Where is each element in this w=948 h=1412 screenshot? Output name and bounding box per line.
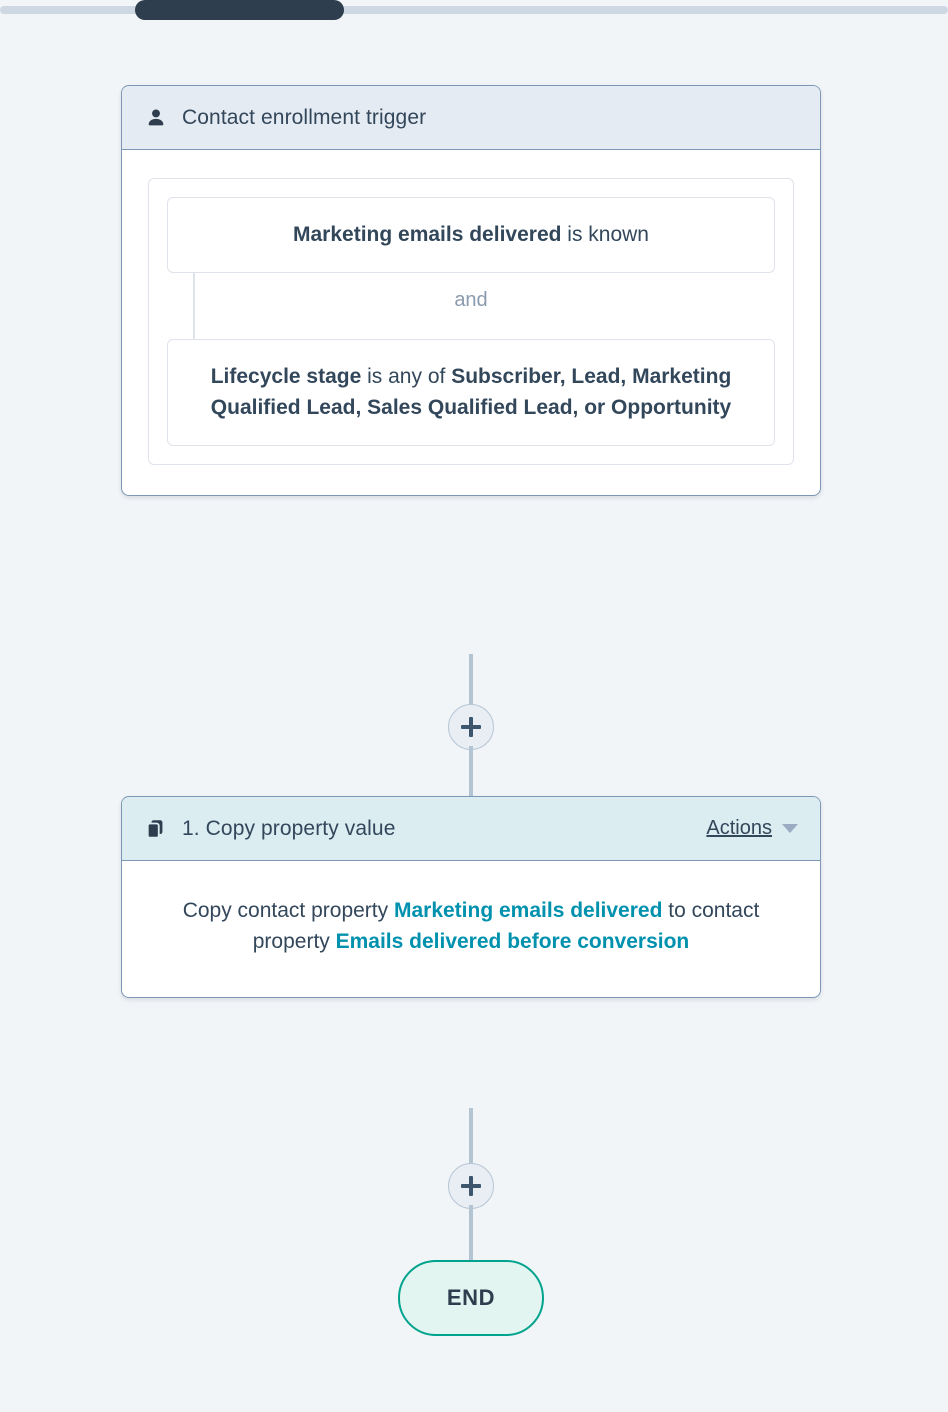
horizontal-scrollbar-thumb[interactable] (135, 0, 344, 20)
filter-condition-1[interactable]: Marketing emails delivered is known (167, 197, 775, 274)
target-property-link[interactable]: Emails delivered before conversion (335, 930, 690, 954)
add-step-button-bottom[interactable] (448, 1163, 494, 1209)
copy-duplicate-icon (144, 817, 168, 841)
actions-dropdown-label: Actions (706, 817, 772, 839)
source-property-link[interactable]: Marketing emails delivered (393, 899, 663, 922)
action-card-body: Copy contact property Marketing emails d… (122, 861, 820, 997)
connector-line-bottom (469, 1108, 473, 1182)
action-card-title: 1. Copy property value (182, 816, 396, 840)
connector-line-bottom-lower (469, 1205, 473, 1281)
horizontal-scrollbar-track[interactable] (0, 0, 948, 20)
filter-2-values: Subscriber, Lead, Marketing Qualified Le… (210, 365, 732, 419)
end-node-label: END (446, 1285, 496, 1310)
plus-icon (461, 717, 481, 737)
contact-person-icon (144, 106, 168, 130)
action-body-prefix: Copy contact property (182, 899, 394, 922)
add-step-button-top[interactable] (448, 704, 494, 750)
workflow-canvas: Contact enrollment trigger Marketing ema… (0, 20, 948, 1412)
end-node: END (398, 1260, 544, 1336)
contact-enrollment-trigger-card[interactable]: Contact enrollment trigger Marketing ema… (121, 85, 821, 497)
plus-icon (461, 1176, 481, 1196)
filter-joiner-label: and (454, 289, 488, 312)
trigger-card-title: Contact enrollment trigger (182, 105, 427, 129)
filter-1-operator: is known (561, 223, 649, 246)
filter-2-operator: is any of (361, 365, 452, 389)
chevron-down-icon (782, 824, 798, 833)
actions-dropdown[interactable]: Actions (706, 817, 798, 840)
trigger-card-header[interactable]: Contact enrollment trigger (122, 86, 820, 150)
trigger-card-body: Marketing emails delivered is known and … (122, 150, 820, 495)
filter-condition-2[interactable]: Lifecycle stage is any of Subscriber, Le… (167, 339, 775, 447)
action-body-middle: to contact property (252, 899, 760, 954)
copy-property-value-action-card[interactable]: 1. Copy property value Actions Copy cont… (121, 796, 821, 999)
filter-2-property: Lifecycle stage (210, 365, 362, 389)
connector-line-top-lower (469, 746, 473, 800)
filter-joiner-line (193, 273, 195, 340)
connector-line-top (469, 654, 473, 728)
action-card-header[interactable]: 1. Copy property value Actions (122, 797, 820, 861)
filter-1-property: Marketing emails delivered (293, 223, 562, 246)
filter-joiner: and (167, 273, 775, 340)
filter-group[interactable]: Marketing emails delivered is known and … (148, 178, 794, 466)
